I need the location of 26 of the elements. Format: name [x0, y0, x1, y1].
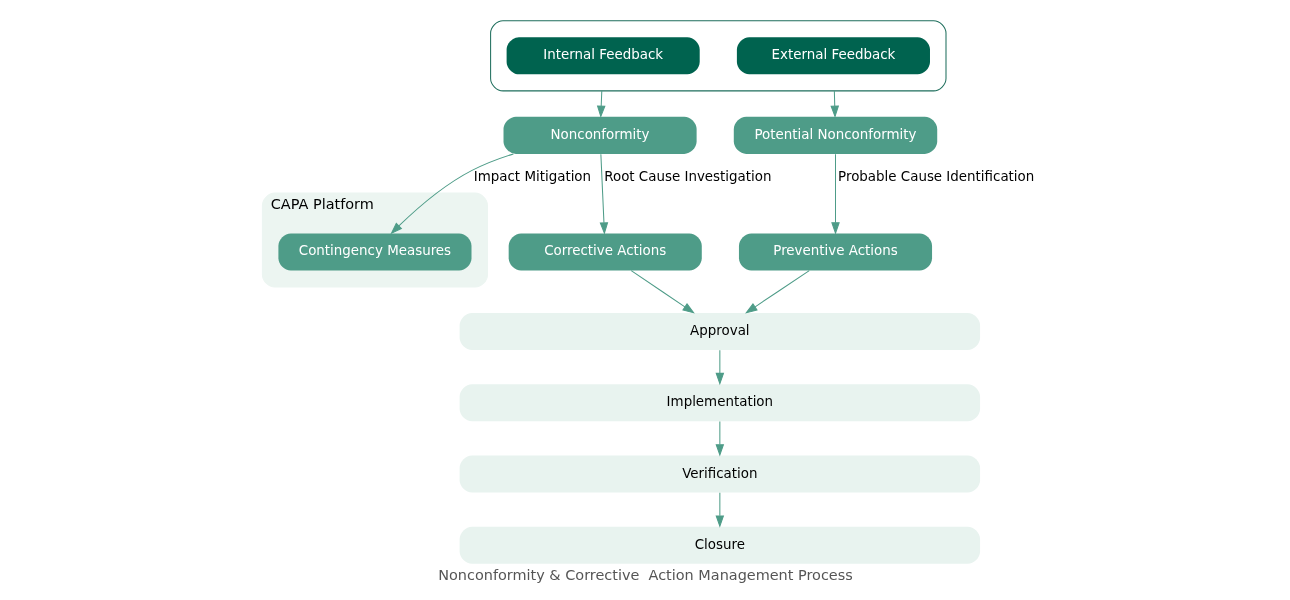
arrow: [829, 90, 839, 119]
node-box: Verification: [459, 455, 980, 493]
node-box: Internal Feedback: [506, 37, 700, 75]
edge-label: Root Cause Investigation: [603, 169, 771, 185]
node-box: Closure: [459, 526, 980, 564]
arrow: [715, 492, 724, 528]
arrow: [744, 270, 810, 314]
arrow: [596, 90, 606, 119]
caption: Nonconformity & Corrective Action Management Process: [437, 566, 853, 583]
edge-label: Probable Cause Identification: [837, 169, 1034, 185]
node-box: Corrective Actions: [508, 233, 702, 271]
arrow: [389, 153, 514, 235]
node-box: Nonconformity: [503, 116, 697, 154]
arrow: [599, 153, 608, 235]
node-box: Implementation: [459, 384, 980, 422]
node-box: External Feedback: [736, 37, 930, 75]
node-box: Approval: [459, 312, 980, 351]
node-box: Preventive Actions: [738, 233, 932, 271]
cluster: [489, 20, 946, 92]
arrow: [715, 421, 724, 457]
node-box: Contingency Measures: [277, 233, 471, 271]
arrow: [715, 349, 724, 386]
edge-label: Impact Mitigation: [473, 169, 591, 185]
node-box: Potential Nonconformity: [733, 116, 937, 154]
arrow: [830, 153, 840, 235]
arrow: [630, 270, 695, 314]
